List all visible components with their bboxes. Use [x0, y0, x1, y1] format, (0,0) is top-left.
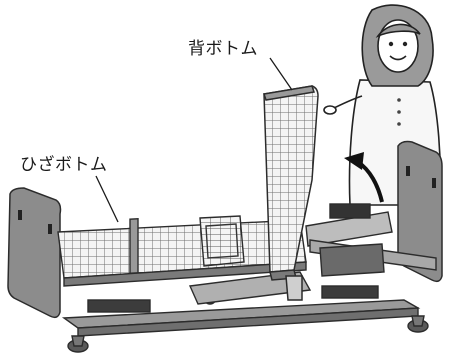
back-section-label: 背ボトム — [188, 39, 258, 59]
head-board — [7, 187, 62, 319]
back-section-board — [263, 85, 319, 301]
mattress-frame — [57, 203, 437, 287]
arrow-head-icon — [344, 152, 364, 170]
bed-base — [61, 271, 429, 353]
knee-section-label: ひざボトム — [20, 155, 108, 175]
